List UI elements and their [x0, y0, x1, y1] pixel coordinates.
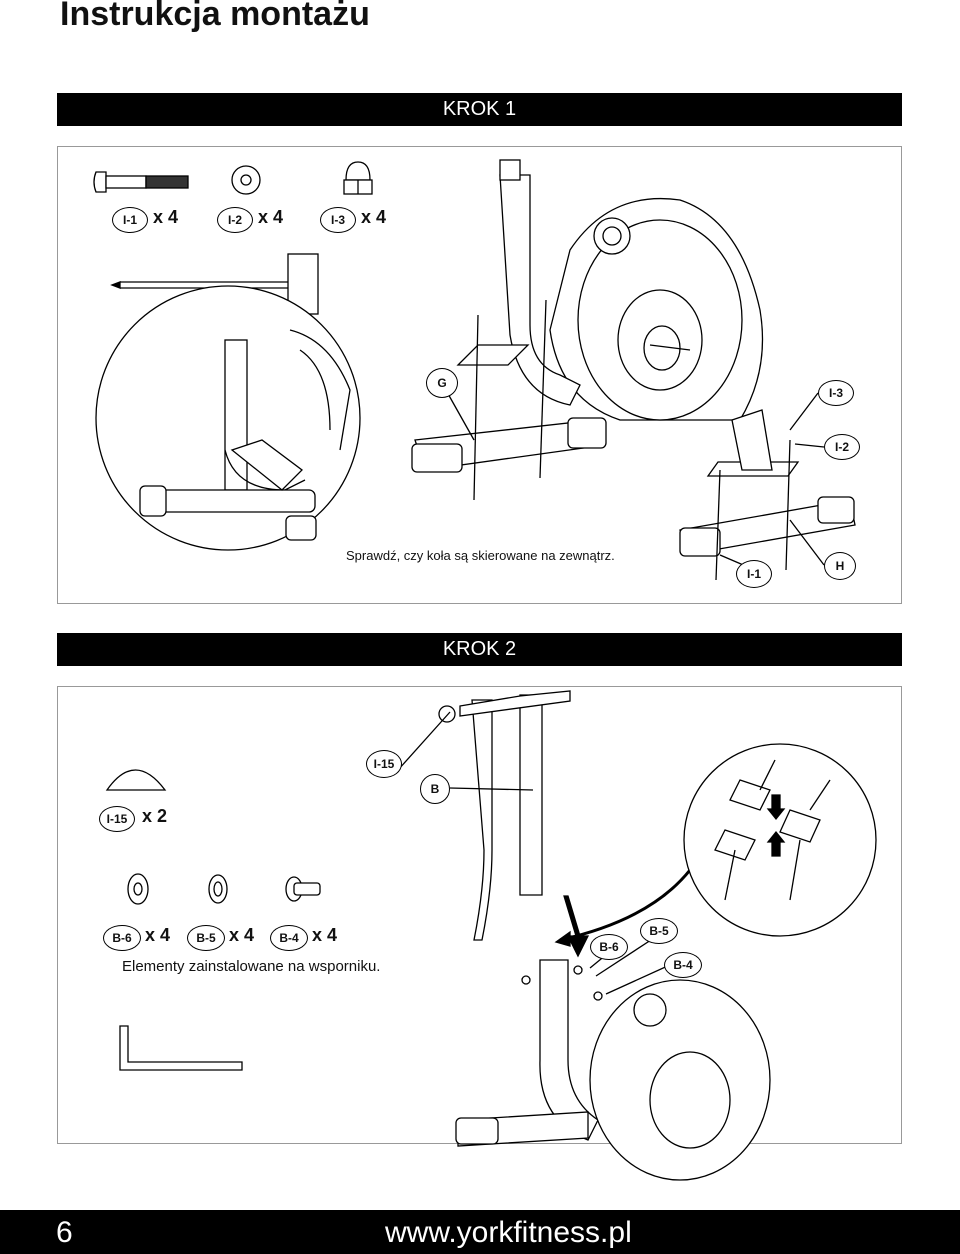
detail-circle: [95, 285, 361, 551]
flywheel-housing: [549, 197, 764, 421]
website-url: www.yorkfitness.pl: [385, 1216, 632, 1249]
part-label-b6: B-6: [103, 925, 141, 951]
step-1-note: Sprawdź, czy koła są skierowane na zewną…: [346, 548, 615, 563]
hex-bolt-icon: [285, 876, 321, 902]
washer-icon: [231, 165, 261, 195]
part-label-b4: B-4: [270, 925, 308, 951]
callout-i2: I-2: [824, 434, 860, 460]
connector-detail-circle: [683, 743, 877, 937]
page-footer: 6 www.yorkfitness.pl: [0, 1210, 960, 1254]
part-qty-i2: x 4: [258, 207, 284, 227]
part-qty-i1: x 4: [153, 207, 179, 227]
page-number: 6: [56, 1216, 73, 1249]
callout-i15: I-15: [366, 750, 402, 778]
part-label-i2: I-2: [217, 207, 253, 233]
step-2-header: KROK 2: [57, 633, 902, 666]
part-qty-b5: x 4: [229, 925, 255, 945]
spring-washer-icon: [208, 874, 228, 904]
rear-stabilizer: [679, 409, 856, 557]
callout-h: H: [824, 552, 856, 580]
callout-b5: B-5: [640, 918, 678, 944]
part-qty-i3: x 4: [361, 207, 387, 227]
part-qty-b6: x 4: [145, 925, 171, 945]
page-title: Instrukcja montażu: [60, 0, 370, 33]
callout-b: B: [420, 774, 450, 804]
flat-washer-icon: [127, 873, 149, 905]
part-label-i15: I-15: [99, 806, 135, 832]
cap-nut-icon: [343, 161, 373, 195]
step-1-header: KROK 1: [57, 93, 902, 126]
part-label-i1: I-1: [112, 207, 148, 233]
part-qty-i15: x 2: [142, 806, 168, 826]
part-label-i3: I-3: [320, 207, 356, 233]
part-label-b5: B-5: [187, 925, 225, 951]
lower-frame: [455, 959, 771, 1181]
callout-i3: I-3: [818, 380, 854, 406]
callout-i1: I-1: [736, 560, 772, 588]
callout-b4: B-4: [664, 952, 702, 978]
bolt-icon: [93, 171, 189, 193]
step-2-note: Elementy zainstalowane na wsporniku.: [122, 958, 381, 975]
allen-key-icon: [119, 1025, 243, 1071]
callout-b6: B-6: [590, 934, 628, 960]
end-cap-icon: [105, 769, 167, 791]
callout-g: G: [426, 368, 458, 398]
front-stabilizer: [411, 344, 607, 473]
handlebar-post: [438, 690, 571, 941]
part-qty-b4: x 4: [312, 925, 338, 945]
